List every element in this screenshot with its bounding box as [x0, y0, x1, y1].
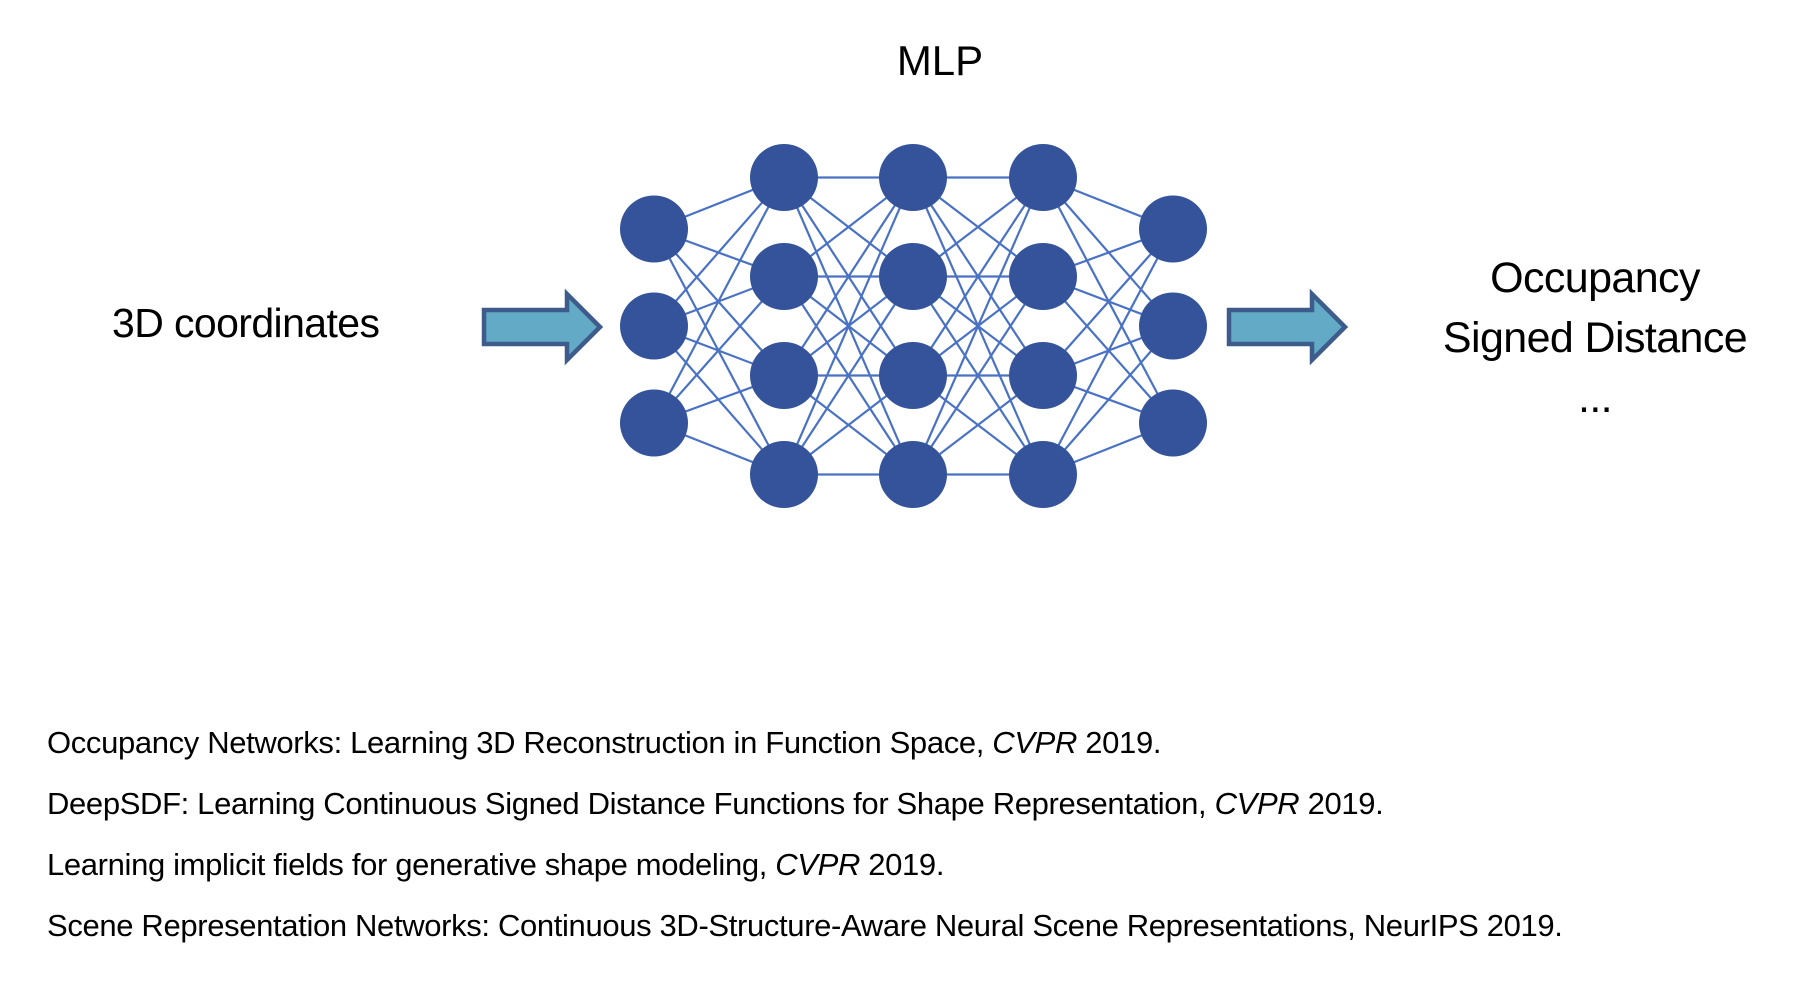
network-nodes — [620, 144, 1207, 508]
network-node-layer-4 — [1009, 342, 1077, 409]
diagram-title: MLP — [896, 37, 984, 84]
reference-venue: CVPR — [775, 847, 860, 882]
output-arrow-icon — [1226, 288, 1349, 366]
network-node-layer-5 — [1139, 389, 1207, 457]
network-edge — [912, 176, 1044, 377]
input-label: 3D coordinates — [112, 300, 380, 346]
reference-text: Occupancy Networks: Learning 3D Reconstr… — [47, 725, 993, 760]
network-node-layer-4 — [1009, 441, 1077, 508]
network-node-layer-3 — [879, 144, 947, 211]
network-node-layer-5 — [1139, 195, 1207, 263]
reference-item: Learning implicit fields for generative … — [47, 848, 1563, 909]
reference-text: Learning implicit fields for generative … — [47, 847, 776, 882]
network-edge — [782, 177, 915, 475]
network-edge — [1042, 228, 1174, 476]
reference-item: DeepSDF: Learning Continuous Signed Dist… — [47, 787, 1563, 848]
reference-year: 2019. — [1077, 725, 1162, 760]
input-arrow-icon — [481, 288, 604, 366]
output-label-signed-distance: Signed Distance — [1442, 314, 1748, 362]
network-node-layer-1 — [620, 292, 688, 360]
output-label-occupancy: Occupancy — [1490, 254, 1700, 302]
network-edge — [911, 177, 1045, 475]
reference-year: 2019. — [860, 847, 945, 882]
reference-venue: CVPR — [1214, 786, 1300, 821]
network-node-layer-3 — [879, 243, 947, 310]
network-node-layer-3 — [879, 441, 947, 508]
output-label-ellipsis: ... — [1577, 374, 1613, 422]
reference-item: Occupancy Networks: Learning 3D Reconstr… — [47, 726, 1563, 787]
network-edge — [912, 275, 1044, 476]
network-edge — [653, 176, 785, 424]
network-node-layer-1 — [620, 389, 688, 457]
network-node-layer-3 — [879, 342, 947, 409]
network-node-layer-5 — [1139, 292, 1207, 360]
reference-venue: CVPR — [992, 725, 1078, 760]
reference-item: Scene Representation Networks: Continuou… — [47, 909, 1563, 970]
network-node-layer-2 — [750, 441, 818, 508]
references-list: Occupancy Networks: Learning 3D Reconstr… — [47, 726, 1563, 970]
reference-year: 2019. — [1299, 786, 1384, 821]
network-node-layer-4 — [1009, 144, 1077, 211]
network-node-layer-2 — [750, 243, 818, 310]
network-edge — [783, 176, 914, 377]
network-edge — [783, 275, 914, 476]
network-node-layer-2 — [750, 144, 818, 211]
network-node-layer-4 — [1009, 243, 1077, 310]
reference-text: DeepSDF: Learning Continuous Signed Dist… — [47, 786, 1215, 821]
reference-text: Scene Representation Networks: Continuou… — [47, 908, 1563, 943]
network-node-layer-2 — [750, 342, 818, 409]
output-labels: Occupancy Signed Distance ... — [1430, 248, 1760, 428]
network-edges — [653, 176, 1174, 476]
network-node-layer-1 — [620, 195, 688, 263]
